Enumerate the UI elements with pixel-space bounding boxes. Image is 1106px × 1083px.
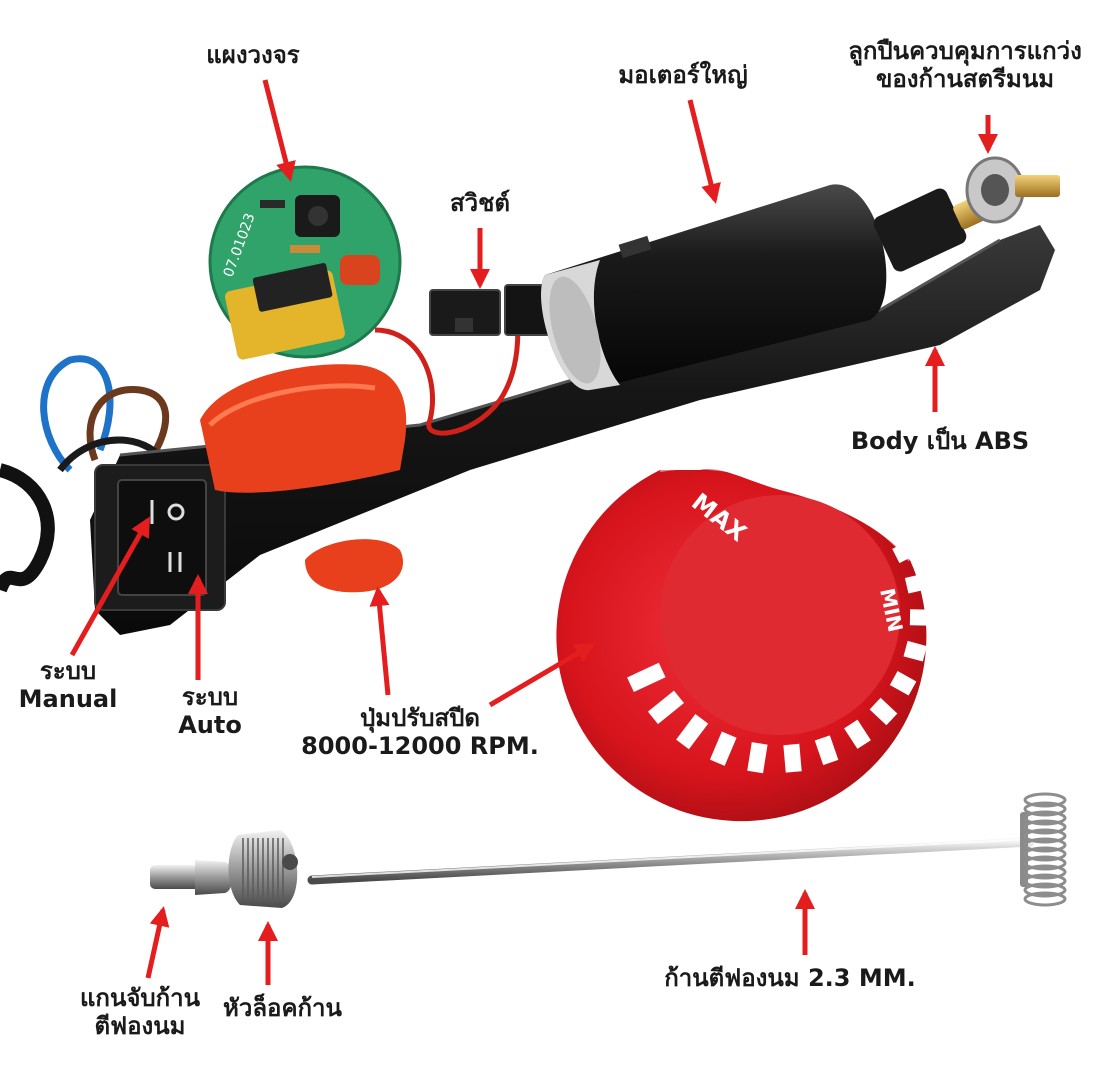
whisk-parts: [150, 792, 1067, 908]
arrow-shaft-holder: [145, 906, 170, 979]
label-big-motor: มอเตอร์ใหญ่: [618, 61, 748, 89]
whisk-spring: [1023, 792, 1067, 907]
label-manual: ระบบ Manual: [8, 657, 128, 713]
dial-tick: [909, 609, 929, 626]
label-bearing-line1: ลูกปืนควบคุมการแกว่ง: [848, 37, 1082, 65]
whisk-rod: [307, 812, 1035, 887]
speed-knob-housing: [200, 364, 407, 593]
dial-tick: [869, 697, 898, 726]
dial-tick: [676, 714, 709, 750]
shaft-holder: [150, 860, 233, 895]
shaft-lock-nut: [228, 830, 298, 908]
label-manual-line2: Manual: [18, 684, 118, 713]
dial-tick: [903, 640, 927, 662]
label-bearing-line2: ของก้านสตรีมนม: [875, 64, 1055, 93]
label-whisk-rod: ก้านตีฟองนม 2.3 MM.: [664, 964, 916, 992]
label-circuit-board: แผงวงจร: [206, 41, 300, 69]
arrow-circuit-board: [262, 79, 296, 182]
dial-tick: [747, 742, 768, 774]
bearing-assembly: [873, 156, 1060, 272]
label-speed-knob-line1: ปุ่มปรับสปีด: [360, 704, 480, 732]
dial-tick: [844, 719, 871, 749]
dial-tick: [647, 690, 685, 725]
off-marker: [167, 503, 185, 521]
circuit-board: 07.01023: [208, 165, 402, 360]
main-motor: [541, 184, 887, 391]
arrow-manual: [69, 516, 151, 657]
label-speed-knob-line2: 8000-12000 RPM.: [301, 731, 539, 760]
red-wire: [374, 299, 521, 436]
label-shaft-holder-line2: ตีฟองนม: [94, 1011, 186, 1040]
arrow-speed-knob: [369, 586, 391, 696]
label-manual-line1: ระบบ: [39, 657, 97, 685]
label-bearing: ลูกปืนควบคุมการแกว่ง ของก้านสตรีมนม: [830, 37, 1100, 93]
dial-tick: [889, 671, 917, 696]
dial-tick: [709, 731, 737, 766]
dial-tick: [892, 541, 914, 564]
label-shaft-holder-line1: แกนจับก้าน: [79, 984, 201, 1012]
rocker-switch: [94, 464, 226, 611]
speed-dial-graphic: MAX MIN: [556, 465, 929, 822]
label-auto-line2: Auto: [178, 710, 242, 739]
dial-tick: [848, 493, 869, 514]
label-body: Body เป็น ABS: [850, 427, 1030, 455]
dial-tick: [872, 514, 894, 536]
speed-knob: [305, 539, 404, 593]
dial-tick: [904, 574, 926, 594]
label-auto: ระบบ Auto: [160, 683, 260, 739]
dial-ticks: [627, 493, 929, 774]
label-speed-knob: ปุ่มปรับสปีด 8000-12000 RPM.: [290, 704, 550, 760]
annotation-arrows: [69, 79, 998, 985]
label-auto-line1: ระบบ: [181, 683, 239, 711]
dial-tick: [814, 735, 839, 766]
label-switch: สวิชต์: [450, 189, 510, 217]
dial-tick: [783, 743, 802, 773]
threaded-tip: [1015, 175, 1060, 197]
label-shaft-holder: แกนจับก้าน ตีฟองนม: [50, 984, 230, 1040]
label-shaft-lock: หัวล็อคก้าน: [223, 994, 342, 1022]
micro-switch: [429, 284, 551, 336]
arrow-motor: [687, 99, 721, 204]
dial-tick: [627, 662, 666, 692]
arrow-speed-dial: [488, 642, 596, 708]
